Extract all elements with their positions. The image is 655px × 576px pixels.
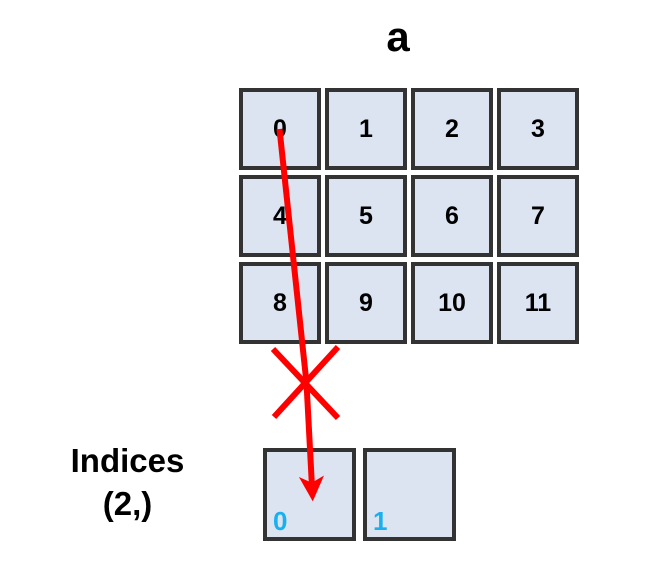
indices-label-line2: (2,) <box>102 485 153 522</box>
array-cell: 7 <box>497 175 579 257</box>
array-title: a <box>386 13 410 60</box>
array-cell: 1 <box>325 88 407 170</box>
array-cell: 5 <box>325 175 407 257</box>
cross-stroke-2 <box>271 344 341 420</box>
array-cell: 8 <box>239 262 321 344</box>
array-cell: 10 <box>411 262 493 344</box>
array-cell: 3 <box>497 88 579 170</box>
array-cell: 2 <box>411 88 493 170</box>
indices-array: 0 1 <box>263 448 456 541</box>
array-cell: 11 <box>497 262 579 344</box>
array-cell: 4 <box>239 175 321 257</box>
array-cell: 6 <box>411 175 493 257</box>
array-cell: 9 <box>325 262 407 344</box>
indices-label-line1: Indices <box>70 442 185 479</box>
index-cell: 0 <box>263 448 356 541</box>
indices-label: Indices (2,) <box>20 440 235 526</box>
index-cell-number: 0 <box>273 506 288 536</box>
index-cell-number: 1 <box>373 506 388 536</box>
index-cell: 1 <box>363 448 456 541</box>
cross-stroke-1 <box>270 346 341 421</box>
array-cell: 0 <box>239 88 321 170</box>
array-grid: 0 1 2 3 4 5 6 7 8 9 10 11 <box>239 88 579 344</box>
